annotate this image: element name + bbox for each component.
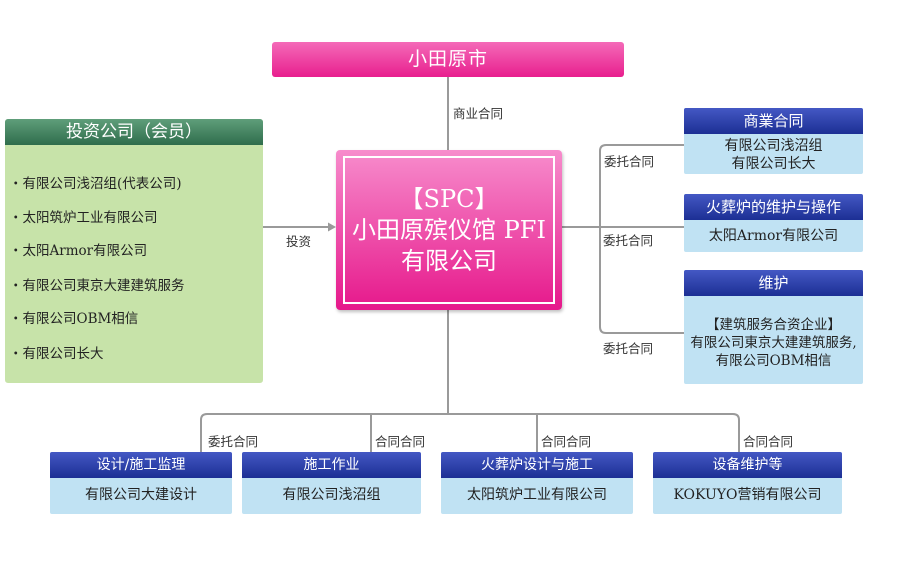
spc-line-1: 【SPC】 xyxy=(399,184,499,213)
label-contract-2: 合同合同 xyxy=(541,434,592,449)
right-box-line: 【建筑服务合资企业】 xyxy=(706,317,841,333)
right-box-line: 有限公司长大 xyxy=(731,156,816,172)
investor-item: ・有限公司OBM相信 xyxy=(9,311,139,327)
investor-panel: 投资公司（会员） ・有限公司浅沼组(代表公司) ・太阳筑炉工业有限公司 ・太阳A… xyxy=(5,119,263,383)
investor-item: ・有限公司长大 xyxy=(9,346,104,362)
right-box-title: 维护 xyxy=(684,270,863,296)
connector-right-bus xyxy=(599,144,684,334)
bottom-box-line: 有限公司大建设计 xyxy=(85,487,197,503)
connector-bottom-bus xyxy=(200,413,740,452)
investor-item: ・太阳筑炉工业有限公司 xyxy=(9,210,158,226)
investor-panel-title: 投资公司（会员） xyxy=(5,119,263,145)
bottom-box-cremator-design: 火葬炉设计与施工 太阳筑炉工业有限公司 xyxy=(441,452,633,514)
label-entrust-2: 委托合同 xyxy=(603,233,654,248)
label-contract-3: 合同合同 xyxy=(743,434,794,449)
spc-line-2: 小田原殡仪馆 PFI xyxy=(352,215,546,244)
invest-arrowhead xyxy=(328,222,336,232)
bottom-box-title: 设备维护等 xyxy=(653,452,842,478)
right-box-maintenance: 维护 【建筑服务合资企业】 有限公司東京大建建筑服务, 有限公司OBM相信 xyxy=(684,270,863,384)
label-entrust-3: 委托合同 xyxy=(603,341,654,356)
bottom-box-line: KOKUYO营销有限公司 xyxy=(673,487,822,503)
right-box-commerce: 商業合同 有限公司浅沼组 有限公司长大 xyxy=(684,108,863,174)
right-box-cremator: 火葬炉的维护与操作 太阳Armor有限公司 xyxy=(684,194,863,252)
bottom-box-title: 施工作业 xyxy=(242,452,421,478)
right-box-line: 有限公司浅沼组 xyxy=(724,138,823,154)
bottom-box-title: 设计/施工监理 xyxy=(50,452,232,478)
right-box-line: 太阳Armor有限公司 xyxy=(708,228,839,244)
label-commerce-contract: 商业合同 xyxy=(453,106,504,121)
right-box-title: 火葬炉的维护与操作 xyxy=(684,194,863,220)
label-invest: 投资 xyxy=(286,234,312,249)
bottom-box-title: 火葬炉设计与施工 xyxy=(441,452,633,478)
bottom-box-construction: 施工作业 有限公司浅沼组 xyxy=(242,452,421,514)
investor-item: ・有限公司東京大建建筑服务 xyxy=(9,278,185,294)
label-contract-1: 合同合同 xyxy=(375,434,426,449)
investor-item: ・有限公司浅沼组(代表公司) xyxy=(9,176,182,192)
label-entrust-1: 委托合同 xyxy=(604,154,655,169)
right-box-line: 有限公司東京大建建筑服务, xyxy=(690,335,857,351)
right-box-line: 有限公司OBM相信 xyxy=(715,353,832,369)
spc-frame: 【SPC】 小田原殡仪馆 PFI 有限公司 xyxy=(343,156,555,304)
spc-line-3: 有限公司 xyxy=(401,246,497,275)
bottom-box-line: 有限公司浅沼组 xyxy=(282,487,381,503)
bottom-box-equipment: 设备维护等 KOKUYO营销有限公司 xyxy=(653,452,842,514)
label-entrust-bottom: 委托合同 xyxy=(208,434,259,449)
investor-item: ・太阳Armor有限公司 xyxy=(9,243,148,259)
city-bar: 小田原市 xyxy=(272,42,624,77)
bottom-box-line: 太阳筑炉工业有限公司 xyxy=(467,487,607,503)
right-box-title: 商業合同 xyxy=(684,108,863,134)
spc-box: 【SPC】 小田原殡仪馆 PFI 有限公司 xyxy=(336,150,562,310)
bottom-box-design: 设计/施工监理 有限公司大建设计 xyxy=(50,452,232,514)
